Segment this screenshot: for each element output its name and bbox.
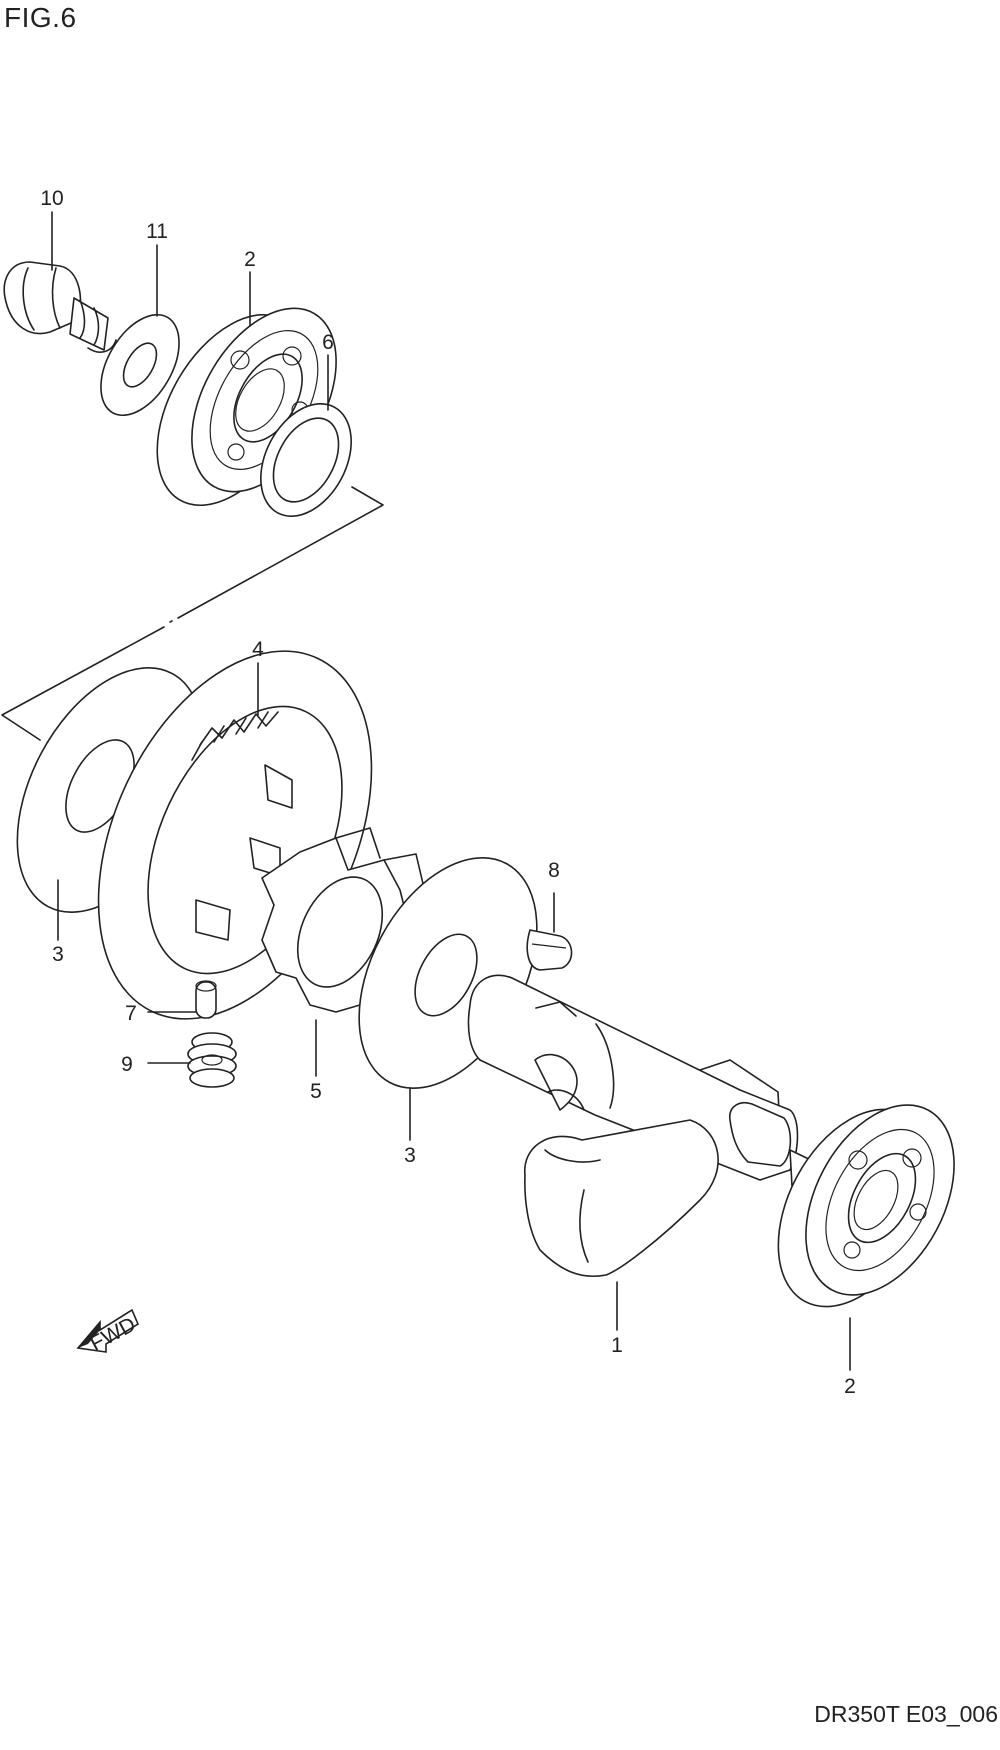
part-9-spring [187, 1032, 237, 1088]
part-7-pin [195, 980, 217, 1019]
part-2-bearing-bottom [777, 1104, 955, 1308]
leader-lines [51, 211, 851, 1371]
part-10-bolt [3, 261, 117, 353]
part-1-kick-shaft [467, 974, 841, 1277]
part-6-seal-ring [260, 402, 352, 518]
callout-2-top: 2 [244, 248, 256, 271]
callout-6: 6 [322, 331, 334, 354]
assembly-guide-line [1, 486, 384, 741]
callout-7: 7 [125, 1002, 137, 1025]
callout-11: 11 [146, 220, 168, 243]
callout-2-bottom: 2 [844, 1375, 856, 1398]
part-11-washer [100, 313, 180, 417]
fwd-arrow-icon: FWD [76, 1308, 139, 1356]
callout-10: 10 [40, 187, 63, 210]
callout-1: 1 [611, 1334, 623, 1357]
callout-3-left: 3 [52, 943, 64, 966]
figure-title: FIG.6 [4, 2, 77, 33]
callout-4: 4 [252, 638, 264, 661]
callout-9: 9 [121, 1053, 133, 1076]
diagram-code: DR350T E03_006 [814, 1701, 998, 1727]
callout-3-middle: 3 [404, 1144, 416, 1167]
callout-8: 8 [548, 859, 560, 882]
callout-5: 5 [310, 1080, 322, 1103]
fwd-label: FWD [86, 1313, 139, 1356]
part-8-key [526, 929, 573, 971]
